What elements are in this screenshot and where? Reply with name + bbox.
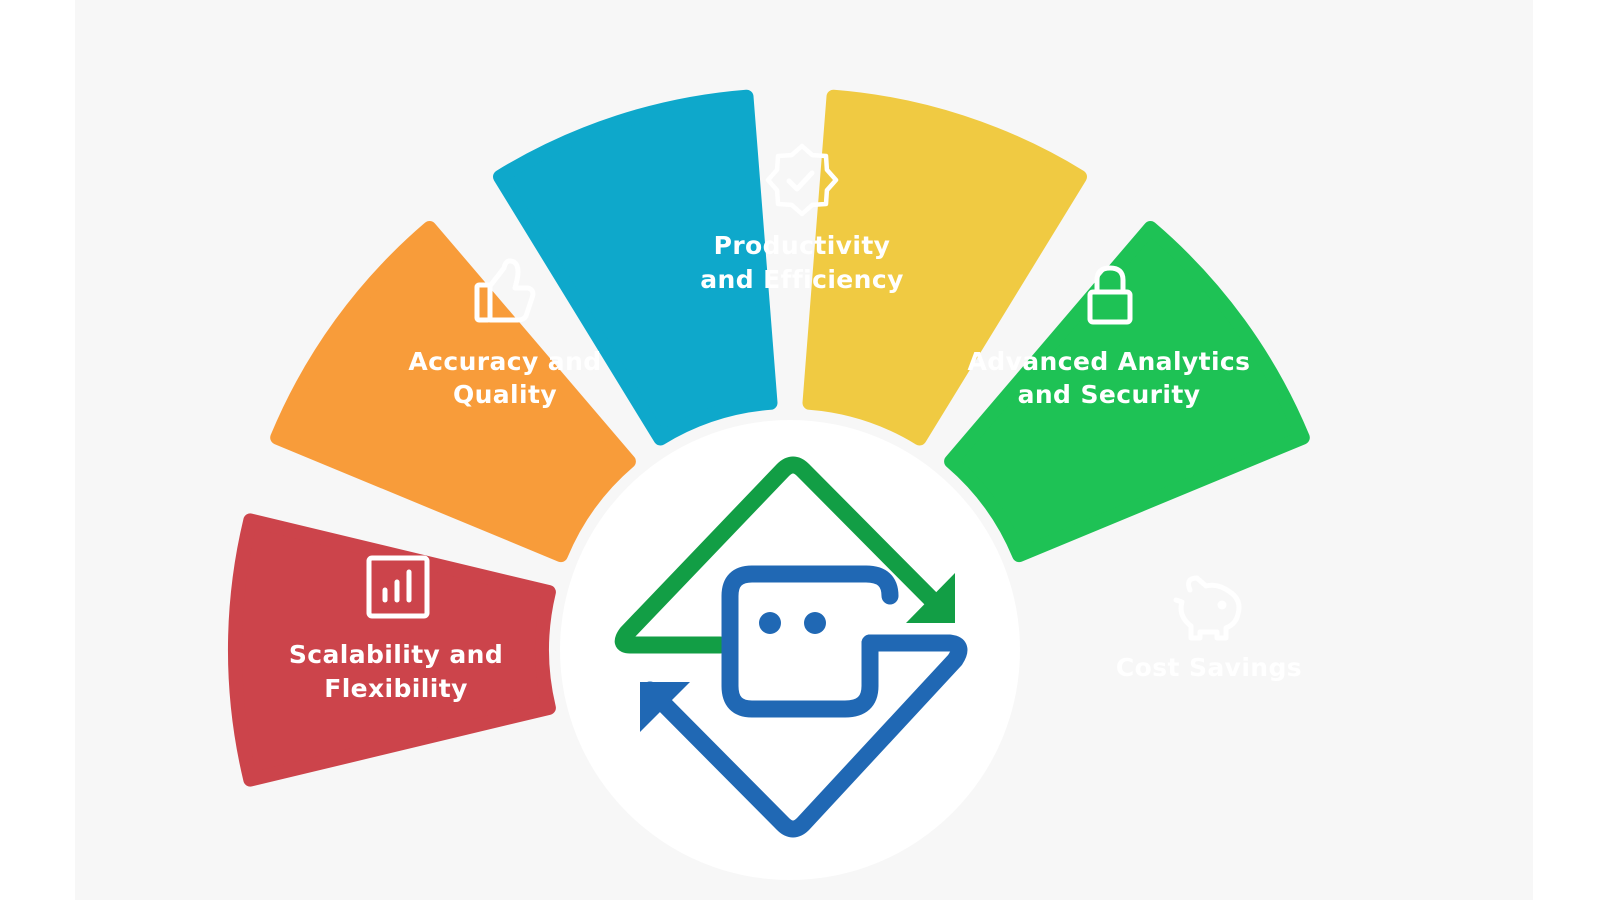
lock-icon	[1087, 265, 1133, 325]
logo-robot-eye-left	[759, 612, 781, 634]
segment-label-line1: Accuracy and	[408, 347, 601, 376]
logo-green-arrowhead	[906, 573, 955, 623]
segment-label-line2: Quality	[453, 380, 557, 409]
segment-group-accuracy: Accuracy and Quality	[408, 258, 601, 409]
logo-blue-arrow	[641, 634, 968, 838]
segment-accuracy	[270, 221, 636, 563]
logo-green-arrow	[614, 456, 949, 654]
segment-scalability	[227, 513, 556, 787]
logo-blue-arrowhead	[640, 682, 690, 732]
segment-productivity	[493, 89, 778, 446]
verified-badge-icon	[765, 143, 839, 217]
robot-sync-logo-icon	[614, 456, 968, 838]
bar-chart-icon	[366, 555, 430, 619]
logo-robot-eye-right	[804, 612, 826, 634]
segment-label-line1: Advanced Analytics	[968, 347, 1251, 376]
segment-group-scalability: Scalability and Flexibility	[289, 555, 503, 703]
segment-group-productivity: Productivity and Efficiency	[700, 143, 904, 294]
segment-label-line1: Cost Savings	[1116, 653, 1302, 682]
segment-group-cost: Cost Savings	[1116, 575, 1302, 682]
check-mark-icon	[786, 170, 815, 192]
segment-label-line2: Flexibility	[324, 674, 468, 703]
segment-label-line2: and Efficiency	[700, 265, 904, 294]
segment-label-line2: and Security	[1018, 380, 1201, 409]
segment-label-line1: Productivity	[714, 231, 891, 260]
segment-cost	[944, 221, 1310, 563]
piggy-bank-icon	[1173, 575, 1242, 641]
ring-segments	[227, 89, 1310, 787]
logo-robot-head	[721, 565, 899, 718]
segment-label-line1: Scalability and	[289, 640, 503, 669]
center-circle	[560, 420, 1020, 880]
segment-analytics	[802, 89, 1087, 446]
segment-group-analytics: Advanced Analytics and Security	[968, 265, 1251, 409]
thumbs-up-icon	[474, 258, 536, 323]
